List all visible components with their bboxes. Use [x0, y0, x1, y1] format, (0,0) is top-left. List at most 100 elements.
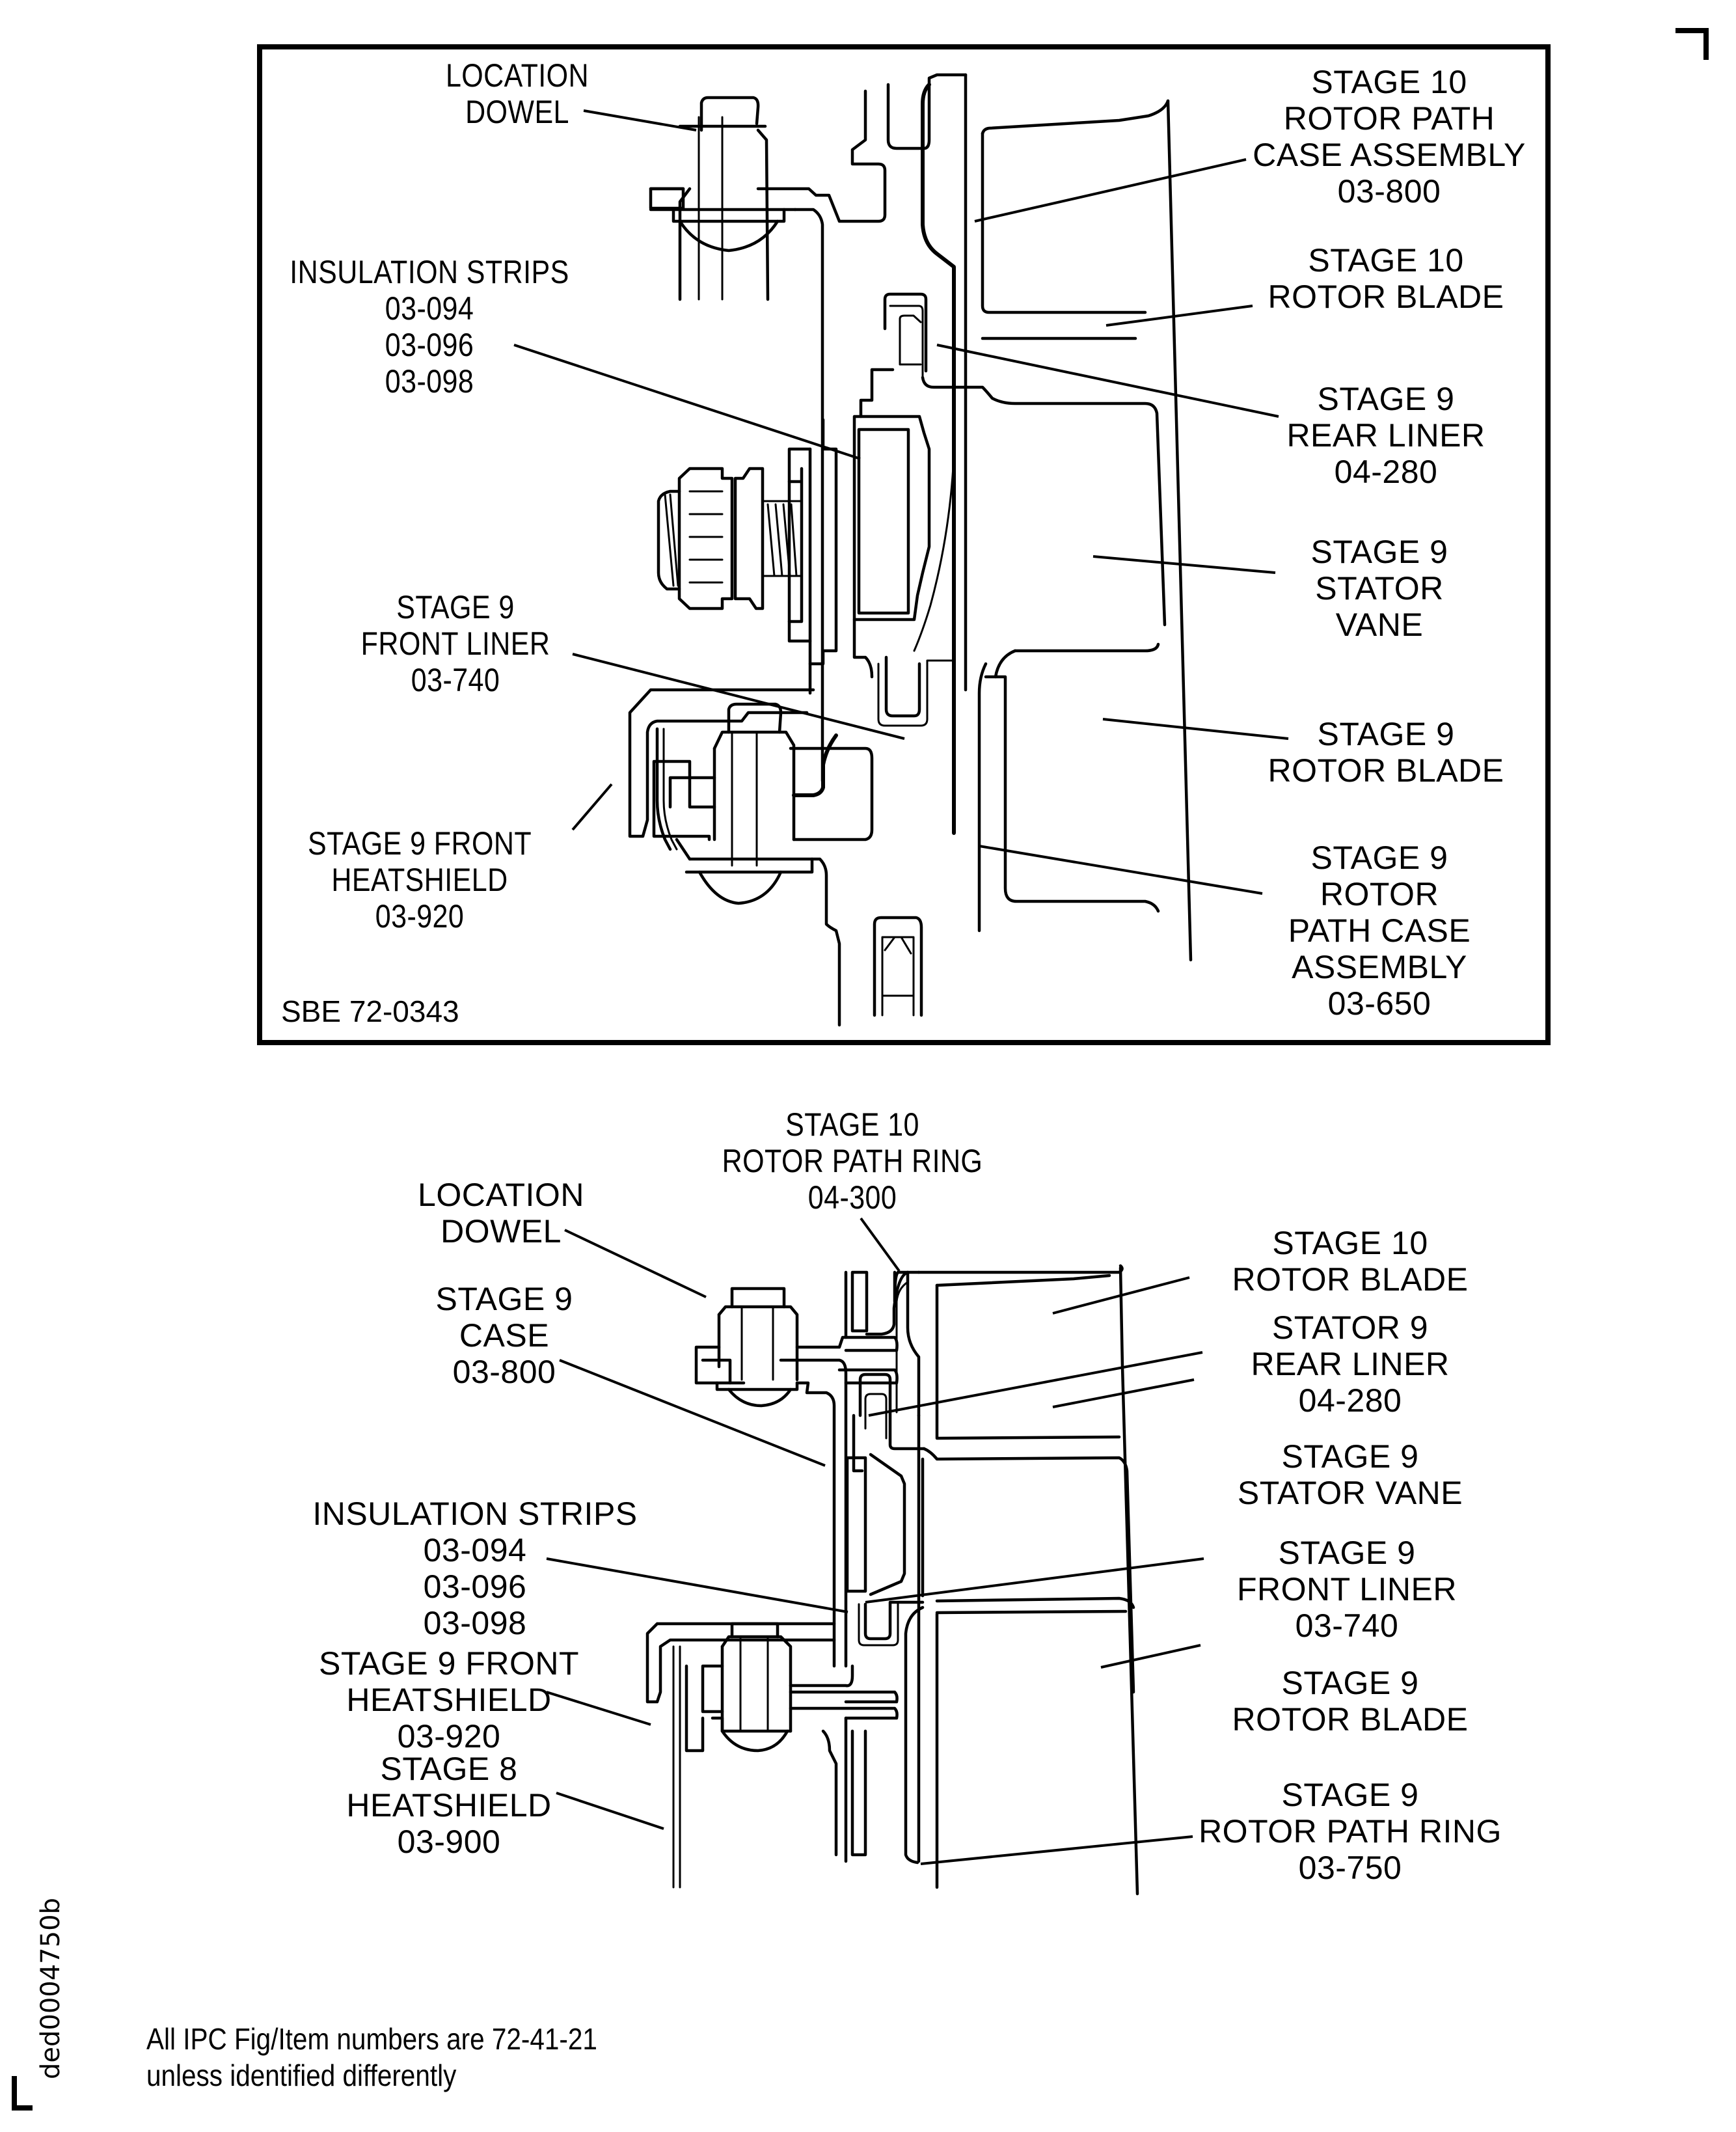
label-line: HEATSHIELD [331, 862, 508, 898]
label-line: STAGE 9 [1310, 840, 1448, 876]
label-top-stage9-stator-vane: STAGE 9 STATOR VANE [1288, 534, 1471, 643]
label-line: STAGE 10 [1308, 242, 1464, 279]
label-bottom-stage8-heatshield: STAGE 8 HEATSHIELD 03-900 [345, 1751, 553, 1860]
label-bottom-stage10-rotor-path-ring: STAGE 10 ROTOR PATH RING 04-300 [712, 1106, 992, 1216]
label-line: 03-750 [1298, 1850, 1402, 1886]
label-line: 03-740 [411, 662, 500, 698]
label-line: HEATSHIELD [346, 1682, 552, 1718]
figure-id: ded0004750b [36, 1898, 66, 2079]
bottom-view-drawing [645, 1264, 1139, 1896]
top-stage9-front-liner-part [877, 655, 1160, 933]
bottom-view-leaders [546, 1217, 1204, 1865]
label-bottom-stage9-front-liner: STAGE 9 FRONT LINER 03-740 [1230, 1535, 1464, 1644]
top-stage10-blade-part [981, 99, 1193, 962]
label-bottom-location-dowel: LOCATION DOWEL [397, 1177, 605, 1250]
bottom-stage9-stator-vane-part [845, 1414, 1135, 1863]
crop-mark-top-right [1675, 28, 1709, 60]
label-line: REAR LINER [1286, 417, 1485, 454]
bottom-stage9-front-liner-part [858, 1600, 939, 1889]
top-bolt-nut-part [657, 418, 838, 695]
top-view-leaders [513, 109, 1289, 895]
ipc-footnote: All IPC Fig/Item numbers are 72-41-21 un… [146, 2021, 597, 2094]
label-bottom-stator9-rear-liner: STATOR 9 REAR LINER 04-280 [1236, 1309, 1464, 1419]
label-top-stage9-rotor-path-case: STAGE 9 ROTOR PATH CASE ASSEMBLY 03-650 [1275, 840, 1484, 1022]
label-line: 03-900 [397, 1824, 501, 1860]
footnote-line-2: unless identified differently [146, 2058, 457, 2092]
label-line: DOWEL [465, 94, 569, 130]
label-line: 04-280 [1298, 1382, 1402, 1419]
label-line: STAGE 9 [435, 1281, 573, 1317]
bottom-location-dowel-part [694, 1287, 899, 1668]
bottom-stage9-case-part [844, 1270, 921, 1417]
top-view-reference: SBE 72-0343 [281, 994, 459, 1028]
label-line: STAGE 10 [785, 1106, 919, 1143]
label-bottom-stage9-stator-vane: STAGE 9 STATOR VANE [1220, 1438, 1480, 1511]
label-line: CASE [459, 1317, 550, 1354]
label-line: 03-920 [375, 898, 465, 935]
label-line: LOCATION [418, 1177, 584, 1213]
label-line: STAGE 9 [396, 589, 515, 625]
label-line: STAGE 9 [1278, 1535, 1416, 1571]
label-line: STAGE 9 FRONT [318, 1645, 580, 1682]
label-line: 03-096 [423, 1568, 527, 1605]
label-line: DOWEL [441, 1213, 562, 1250]
label-line: STAGE 9 FRONT [307, 825, 532, 862]
label-line: FRONT LINER [360, 625, 550, 662]
label-bottom-insulation-strips: INSULATION STRIPS 03-094 03-096 03-098 [306, 1496, 644, 1641]
label-line: 03-800 [452, 1354, 556, 1390]
top-stage9-rear-liner-part [859, 292, 1167, 627]
bottom-stage9-rear-liner-part [852, 1373, 1135, 1694]
label-line: STAGE 10 [1272, 1225, 1428, 1261]
label-line: FRONT LINER [1237, 1571, 1457, 1607]
label-line: ROTOR BLADE [1268, 752, 1504, 789]
bottom-lower-bolt-part [645, 1622, 899, 1889]
top-lower-seal-part [873, 916, 923, 1017]
footnote-line-1: All IPC Fig/Item numbers are 72-41-21 [146, 2022, 597, 2056]
label-line: 03-096 [385, 327, 474, 363]
label-line: STAGE 9 [1317, 716, 1455, 752]
label-line: STAGE 9 [1281, 1777, 1419, 1813]
crop-mark-bottom-left [12, 2076, 33, 2111]
label-top-location-dowel: LOCATION DOWEL [420, 57, 616, 130]
label-line: ROTOR BLADE [1232, 1701, 1469, 1738]
label-line: 03-740 [1295, 1607, 1399, 1644]
label-line: STATOR VANE [1237, 1475, 1463, 1511]
label-line: REAR LINER [1251, 1346, 1450, 1382]
label-top-stage10-rotor-blade: STAGE 10 ROTOR BLADE [1256, 242, 1516, 315]
label-top-stage9-rear-liner: STAGE 9 REAR LINER 04-280 [1269, 381, 1503, 490]
label-line: ROTOR BLADE [1232, 1261, 1469, 1298]
label-bottom-stage10-rotor-blade: STAGE 10 ROTOR BLADE [1220, 1225, 1480, 1298]
label-line: HEATSHIELD [346, 1787, 552, 1824]
label-line: 03-098 [423, 1605, 527, 1641]
label-line: ROTOR PATH RING [1199, 1813, 1502, 1850]
label-line: STAGE 8 [380, 1751, 518, 1787]
label-line: PATH CASE [1288, 912, 1471, 949]
label-line: STAGE 9 [1317, 381, 1455, 417]
label-bottom-stage9-rotor-path-ring: STAGE 9 ROTOR PATH RING 03-750 [1197, 1777, 1503, 1886]
label-line: CASE ASSEMBLY [1253, 137, 1526, 173]
label-line: STATOR [1315, 570, 1444, 607]
label-line: 04-280 [1334, 454, 1438, 490]
label-line: STAGE 9 [1310, 534, 1448, 570]
top-location-dowel-part [649, 73, 968, 783]
label-line: VANE [1335, 607, 1424, 643]
label-top-stage10-rotor-path-case: STAGE 10 ROTOR PATH CASE ASSEMBLY 03-800 [1243, 64, 1536, 210]
label-line: 03-650 [1327, 985, 1431, 1022]
label-line: ROTOR BLADE [1268, 279, 1504, 315]
label-line: LOCATION [445, 57, 590, 94]
label-line: 03-800 [1337, 173, 1441, 210]
top-lower-bolt-part [628, 688, 874, 1027]
label-top-insulation-strips: INSULATION STRIPS 03-094 03-096 03-098 [284, 254, 575, 400]
label-top-stage9-front-heatshield: STAGE 9 FRONT HEATSHIELD 03-920 [282, 825, 556, 935]
label-bottom-stage9-rotor-blade: STAGE 9 ROTOR BLADE [1227, 1665, 1474, 1738]
label-line: 03-920 [397, 1718, 501, 1755]
label-line: STAGE 9 [1281, 1665, 1419, 1701]
label-line: STATOR 9 [1271, 1309, 1429, 1346]
label-line: 03-094 [423, 1532, 527, 1568]
label-line: STAGE 9 [1281, 1438, 1419, 1475]
label-line: ROTOR [1320, 876, 1439, 912]
label-line: STAGE 10 [1311, 64, 1467, 100]
label-line: ROTOR PATH RING [722, 1143, 983, 1179]
label-line: INSULATION STRIPS [312, 1496, 638, 1532]
